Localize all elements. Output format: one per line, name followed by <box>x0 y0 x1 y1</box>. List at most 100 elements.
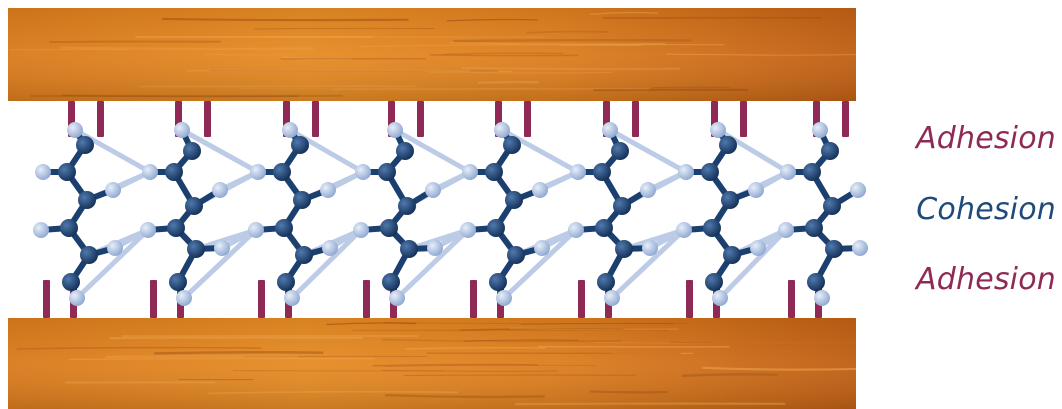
oxygen-atom <box>615 240 633 258</box>
hydrogen-atom <box>212 182 228 198</box>
hydrogen-atom <box>33 222 49 238</box>
adhesion-bond <box>97 101 104 137</box>
adhesion-bond <box>417 101 424 137</box>
bottom-wood-shade <box>8 318 856 409</box>
hydrogen-atom <box>250 164 266 180</box>
hydrogen-atom <box>852 240 868 256</box>
adhesion-label-bottom: Adhesion <box>916 262 1056 297</box>
oxygen-atom <box>703 219 721 237</box>
oxygen-atom <box>380 219 398 237</box>
hydrogen-atom <box>602 122 618 138</box>
hydrogen-bond <box>392 127 473 175</box>
oxygen-atom <box>593 163 611 181</box>
hydrogen-atom <box>604 290 620 306</box>
adhesion-bond <box>204 101 211 137</box>
oxygen-atom <box>76 136 94 154</box>
oxygen-atom <box>803 163 821 181</box>
oxygen-atom <box>719 136 737 154</box>
oxygen-atom <box>382 273 400 291</box>
oxygen-atom <box>723 246 741 264</box>
oxygen-atom <box>489 273 507 291</box>
oxygen-atom <box>183 142 201 160</box>
hydrogen-atom <box>105 182 121 198</box>
adhesion-bond <box>740 101 747 137</box>
hydrogen-atom <box>425 182 441 198</box>
oxygen-atom <box>485 163 503 181</box>
hydrogen-atom <box>570 164 586 180</box>
oxygen-atom <box>275 219 293 237</box>
oxygen-atom <box>821 142 839 160</box>
hydrogen-atom <box>214 240 230 256</box>
oxygen-atom <box>80 246 98 264</box>
oxygen-atom <box>505 191 523 209</box>
hydrogen-atom <box>676 222 692 238</box>
adhesion-bond <box>842 101 849 137</box>
oxygen-atom <box>805 219 823 237</box>
hydrogen-atom <box>496 290 512 306</box>
hydrogen-atom <box>778 222 794 238</box>
hydrogen-atom <box>142 164 158 180</box>
oxygen-atom <box>293 191 311 209</box>
hydrogen-atom <box>353 222 369 238</box>
oxygen-atom <box>185 197 203 215</box>
adhesion-bond <box>470 280 477 318</box>
hydrogen-atom <box>35 164 51 180</box>
hydrogen-atom <box>710 122 726 138</box>
oxygen-atom <box>825 240 843 258</box>
hydrogen-atom <box>712 290 728 306</box>
bottom-wood-surface <box>8 318 857 409</box>
oxygen-atom <box>701 163 719 181</box>
oxygen-atom <box>291 136 309 154</box>
oxygen-atom <box>595 219 613 237</box>
hydrogen-atom <box>387 122 403 138</box>
hydrogen-atom <box>850 182 866 198</box>
hydrogen-bond <box>74 227 151 301</box>
hydrogen-atom <box>389 290 405 306</box>
hydrogen-atom <box>780 164 796 180</box>
hydrogen-atom <box>462 164 478 180</box>
oxygen-atom <box>273 163 291 181</box>
atoms <box>33 122 868 306</box>
hydrogen-atom <box>640 182 656 198</box>
oxygen-atom <box>78 191 96 209</box>
hydrogen-atom <box>427 240 443 256</box>
hydrogen-atom <box>107 240 123 256</box>
hydrogen-atom <box>284 290 300 306</box>
oxygen-atom <box>169 273 187 291</box>
adhesion-bond <box>578 280 585 318</box>
top-wood-surface <box>8 8 857 101</box>
hydrogen-atom <box>814 290 830 306</box>
adhesion-bond <box>312 101 319 137</box>
adhesion-bond <box>258 280 265 318</box>
hydrogen-bond <box>501 227 579 301</box>
oxygen-atom <box>611 142 629 160</box>
adhesion-bond <box>43 280 50 318</box>
hydrogen-bond <box>717 227 789 301</box>
hydrogen-atom <box>69 290 85 306</box>
hydrogen-atom <box>532 182 548 198</box>
adhesion-bond <box>686 280 693 318</box>
oxygen-atom <box>721 191 739 209</box>
oxygen-atom <box>378 163 396 181</box>
hydrogen-atom <box>322 240 338 256</box>
hydrogen-atom <box>320 182 336 198</box>
oxygen-atom <box>165 163 183 181</box>
oxygen-atom <box>62 273 80 291</box>
hydrogen-atom <box>568 222 584 238</box>
oxygen-atom <box>277 273 295 291</box>
hydrogen-bond <box>607 127 689 175</box>
hydrogen-atom <box>642 240 658 256</box>
top-wood-shade <box>8 8 856 101</box>
hydrogen-atom <box>812 122 828 138</box>
oxygen-atom <box>58 163 76 181</box>
oxygen-atom <box>400 240 418 258</box>
hydrogen-atom <box>174 122 190 138</box>
hydrogen-atom <box>460 222 476 238</box>
hydrogen-atom <box>67 122 83 138</box>
hydrogen-atom <box>678 164 694 180</box>
adhesion-bond <box>632 101 639 137</box>
adhesion-bond <box>788 280 795 318</box>
oxygen-atom <box>60 219 78 237</box>
